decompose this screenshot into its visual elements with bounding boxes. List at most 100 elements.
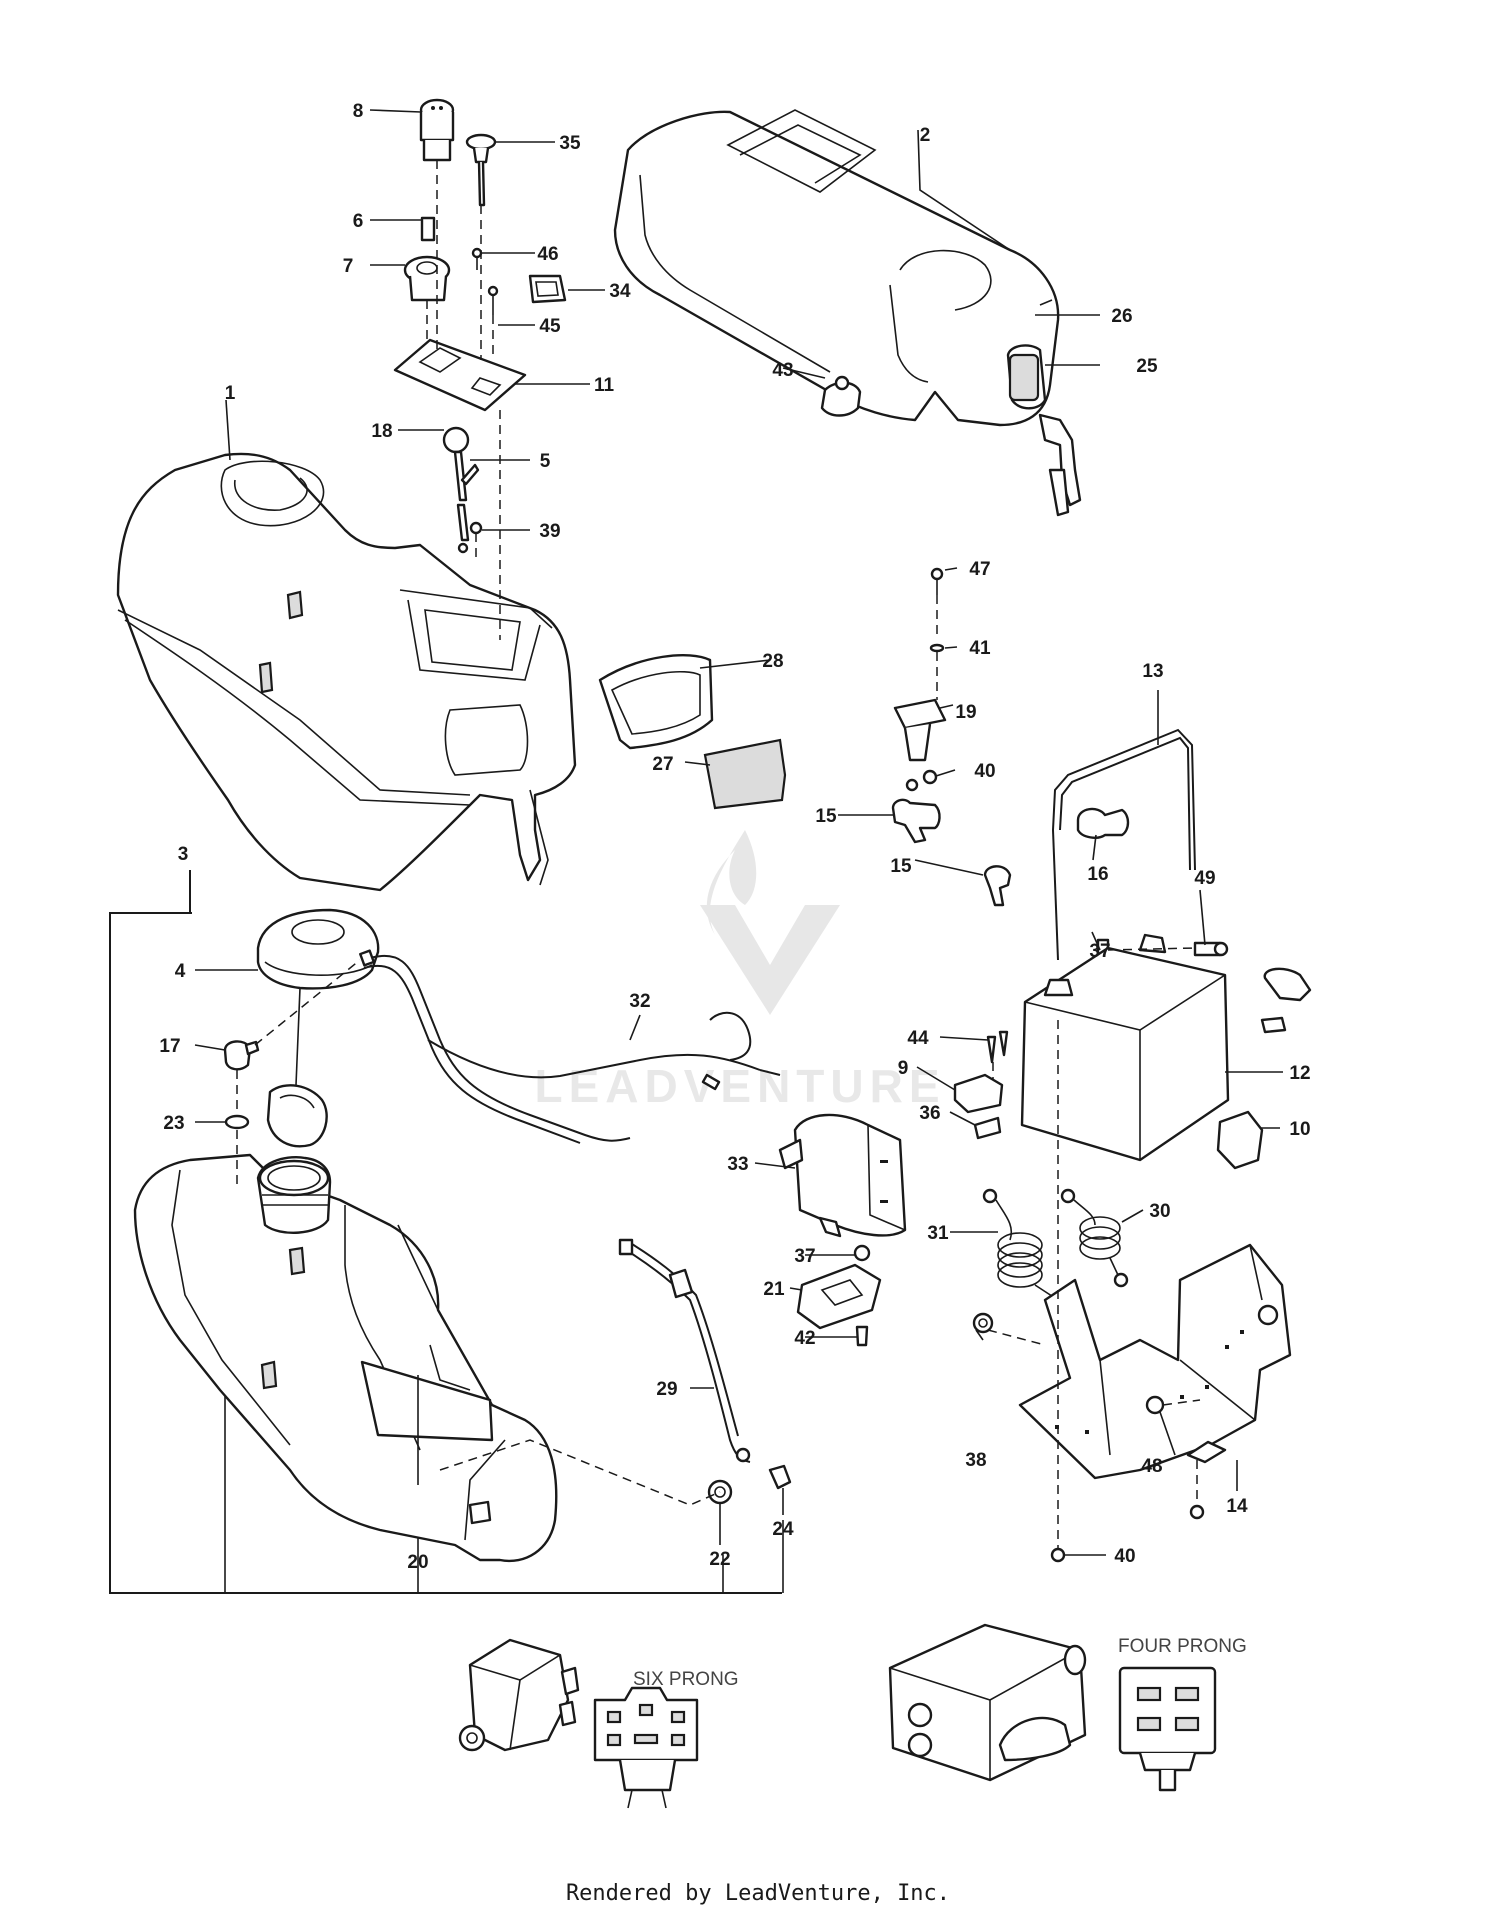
part-17-vent <box>223 1040 260 1071</box>
part-25-26-switch <box>1008 353 1040 402</box>
part-16-boot <box>1076 807 1130 839</box>
part-15-connector-b <box>983 865 1012 907</box>
callout-23: 23 <box>163 1113 184 1134</box>
callout-6: 6 <box>353 211 364 232</box>
six-prong-caption: SIX PRONG <box>633 1669 739 1690</box>
part-37-nut-lower <box>853 1244 871 1262</box>
callout-40-lower: 40 <box>1114 1546 1135 1567</box>
part-44-screws <box>986 1030 1009 1064</box>
part-24-fitting <box>768 1464 792 1490</box>
part-41-washer <box>929 643 945 653</box>
callout-22: 22 <box>709 1549 730 1570</box>
part-14-battery-tray <box>1018 1243 1292 1480</box>
four-prong-connector <box>1118 1666 1217 1792</box>
callout-9: 9 <box>898 1058 909 1079</box>
part-11-bracket <box>393 338 527 412</box>
callout-13: 13 <box>1142 661 1163 682</box>
part-47-screw <box>930 567 944 595</box>
part-40-nut-upper <box>905 769 938 792</box>
callout-15-lower: 15 <box>890 856 912 877</box>
part-9-relay <box>953 1073 1004 1114</box>
part-filler-neck <box>256 1156 332 1234</box>
callout-5: 5 <box>540 451 551 472</box>
part-27-cover <box>703 738 787 810</box>
part-18-knob <box>442 426 470 454</box>
callout-16: 16 <box>1087 864 1108 885</box>
part-30-cable <box>1060 1188 1129 1288</box>
part-43-clip <box>820 375 862 417</box>
callout-34: 34 <box>609 281 631 302</box>
callout-7: 7 <box>343 256 354 277</box>
callout-18: 18 <box>371 421 392 442</box>
callout-29: 29 <box>656 1379 677 1400</box>
callout-3: 3 <box>178 844 189 865</box>
watermark: LEADVENTURE <box>534 830 945 1112</box>
four-prong-caption: FOUR PRONG <box>1118 1636 1247 1657</box>
part-13-cable <box>1052 728 1196 961</box>
part-8-switch <box>419 98 455 162</box>
callout-26: 26 <box>1111 306 1132 327</box>
callout-10: 10 <box>1289 1119 1310 1140</box>
part-19-sensor <box>893 698 947 762</box>
footer-credit: Rendered by LeadVenture, Inc. <box>566 1881 950 1906</box>
callout-15-upper: 15 <box>815 806 837 827</box>
part-35-knob <box>465 133 497 207</box>
callout-14: 14 <box>1226 1496 1248 1517</box>
callout-45: 45 <box>539 316 561 337</box>
callout-32: 32 <box>629 991 650 1012</box>
callout-36: 36 <box>919 1103 940 1124</box>
part-42-screw <box>855 1325 869 1347</box>
part-2-rear-cover <box>613 109 1082 517</box>
part-23-washer <box>224 1114 250 1130</box>
callout-42: 42 <box>794 1328 815 1349</box>
callout-48: 48 <box>1141 1456 1162 1477</box>
part-strainer <box>266 1084 328 1148</box>
callout-27: 27 <box>652 754 673 775</box>
part-32-fuel-line <box>359 949 781 1144</box>
part-7-ignition <box>403 255 451 302</box>
callout-49: 49 <box>1194 868 1215 889</box>
callout-4: 4 <box>175 961 186 982</box>
part-4-fuel-cap <box>256 908 380 1086</box>
callout-40-upper: 40 <box>974 761 995 782</box>
part-10-switch <box>1216 1110 1264 1170</box>
callout-38: 38 <box>965 1450 986 1471</box>
callout-43: 43 <box>772 360 793 381</box>
part-34-switch <box>528 274 567 304</box>
part-right-terminal <box>1260 967 1312 1034</box>
callout-11: 11 <box>594 375 615 396</box>
callout-2: 2 <box>920 125 931 146</box>
callout-31: 31 <box>927 1223 949 1244</box>
callout-1: 1 <box>225 383 236 404</box>
callout-20: 20 <box>407 1552 428 1573</box>
callout-33: 33 <box>727 1154 748 1175</box>
callout-37-upper: 37 <box>1089 941 1110 962</box>
leader-lines <box>194 109 1283 1556</box>
callout-35: 35 <box>559 133 581 154</box>
part-6-key <box>420 216 436 242</box>
callout-44: 44 <box>907 1028 929 1049</box>
part-28-bezel <box>598 654 714 750</box>
part-15-connector-a <box>891 798 941 844</box>
part-5-lever <box>453 450 480 542</box>
callout-39: 39 <box>539 521 560 542</box>
callout-25: 25 <box>1136 356 1158 377</box>
part-21-bracket <box>796 1263 882 1330</box>
part-46-screw <box>471 247 483 270</box>
watermark-text: LEADVENTURE <box>534 1060 945 1112</box>
part-33-canister <box>778 1113 907 1238</box>
callout-47: 47 <box>969 559 990 580</box>
callout-19: 19 <box>955 702 976 723</box>
callout-41: 41 <box>969 638 991 659</box>
callout-37-lower: 37 <box>794 1246 815 1267</box>
callout-46: 46 <box>537 244 558 265</box>
part-20-fuel-tank <box>133 1153 558 1563</box>
callout-numbers: 8 35 6 7 46 34 45 11 18 5 39 1 2 26 25 4… <box>159 101 1310 1573</box>
callout-17: 17 <box>159 1036 180 1057</box>
callout-21: 21 <box>763 1279 785 1300</box>
part-45-screw <box>487 285 499 315</box>
part-49-bolt <box>1193 941 1229 957</box>
callout-28: 28 <box>762 651 783 672</box>
part-12-battery <box>1020 933 1230 1162</box>
assembly-lines <box>236 160 1201 1550</box>
